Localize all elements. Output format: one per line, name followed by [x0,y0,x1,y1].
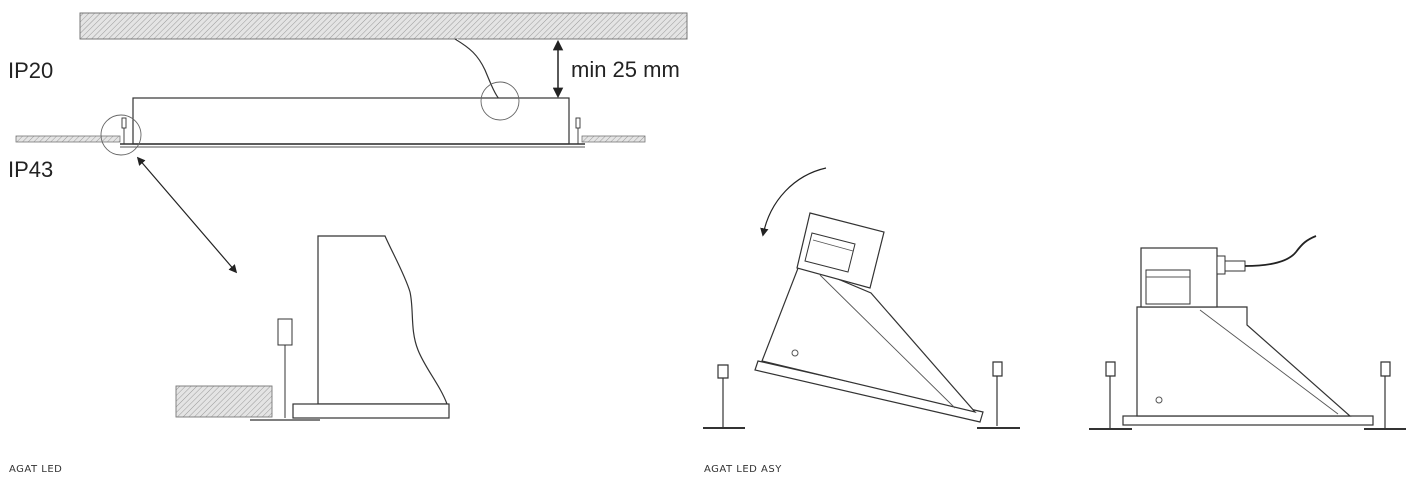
clearance-label: min 25 mm [571,57,680,82]
ip43-label: IP43 [8,157,53,182]
ceiling-board-left [15,135,121,143]
ceiling-board-right [581,135,646,143]
detail-arrow [136,156,238,274]
clip-detail-circle [100,114,142,156]
cable-detail-circle [480,81,520,121]
ip20-label: IP20 [8,58,53,83]
supply-cable [454,38,501,101]
asy-upright-view [1089,235,1406,430]
ceiling-slab [79,12,688,40]
luminaire-body [120,97,585,148]
rotation-arrow [760,167,827,237]
asy-tilted-view [703,167,1020,429]
clip-detail-view [175,235,450,421]
caption-agat-led-asy: AGAT LED ASY [704,464,782,475]
caption-agat-led: AGAT LED [9,464,62,475]
